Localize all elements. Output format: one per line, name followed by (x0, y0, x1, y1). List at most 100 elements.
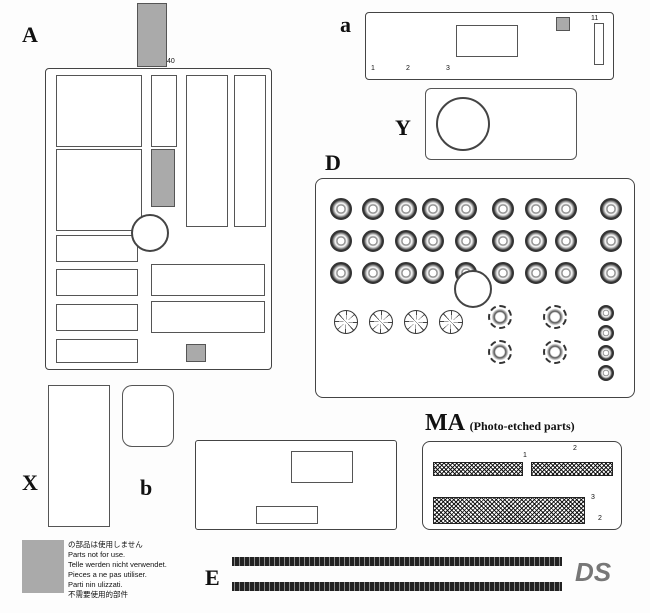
sprue-A-frame (45, 68, 272, 370)
road-wheel (395, 198, 417, 220)
return-roller (598, 305, 614, 321)
turret-ring (436, 97, 490, 151)
road-wheel (455, 230, 477, 252)
part-9 (256, 506, 318, 524)
ma-subtitle: (Photo-etched parts) (469, 419, 575, 433)
part-number: 2 (598, 515, 602, 522)
part-number: 1 (523, 452, 527, 459)
road-wheel (600, 230, 622, 252)
part-number: 11 (591, 15, 599, 22)
road-wheel (455, 198, 477, 220)
mesh-part-1 (531, 462, 613, 476)
mesh-part-3 (433, 497, 585, 524)
part-27-28 (151, 301, 265, 333)
sprue-hub (454, 270, 492, 308)
road-wheel (492, 198, 514, 220)
sprue-label-Y: Y (395, 115, 411, 140)
road-wheel (362, 262, 384, 284)
unused-part-4 (556, 17, 570, 31)
road-wheel (525, 198, 547, 220)
ma-label: MA (425, 410, 464, 436)
legend-line: Parts not for use. (68, 550, 126, 559)
road-wheel (395, 230, 417, 252)
road-wheel (600, 262, 622, 284)
road-wheel (555, 230, 577, 252)
road-wheel (422, 262, 444, 284)
part-number: 3 (591, 494, 595, 501)
sprue-hub (131, 214, 169, 252)
road-wheel (525, 262, 547, 284)
legend-line: Pieces a ne pas utiliser. (68, 570, 147, 579)
part-number: 2 (573, 445, 577, 452)
sprue-label-MA: MA (Photo-etched parts) (425, 410, 575, 437)
part-3 (456, 25, 518, 57)
part-18-20 (186, 75, 228, 227)
part-11 (594, 23, 604, 65)
sprocket-9 (543, 340, 567, 364)
road-wheel (395, 262, 417, 284)
return-roller (598, 365, 614, 381)
road-wheel (600, 198, 622, 220)
legend-line: Parti nin ulizzati. (68, 580, 123, 589)
part-10 (291, 451, 353, 483)
road-wheel (330, 198, 352, 220)
wheel-part-3 (369, 310, 393, 334)
legend-line: 不需要使用的部件 (68, 590, 128, 599)
wheel-part-4 (404, 310, 428, 334)
part-12-13 (56, 269, 138, 296)
part-15 (56, 339, 138, 363)
part-7 (56, 149, 142, 231)
road-wheel (330, 230, 352, 252)
return-roller (598, 345, 614, 361)
sprocket-9 (543, 305, 567, 329)
road-wheel (362, 198, 384, 220)
sprue-label-E: E (205, 565, 220, 590)
sprocket-7 (488, 340, 512, 364)
unused-part-30 (186, 344, 206, 362)
sprocket-6 (488, 305, 512, 329)
road-wheel (525, 230, 547, 252)
part-number: 2 (406, 65, 410, 72)
mesh-part-1 (433, 462, 523, 476)
sprue-a-frame: 1 2 3 11 (365, 12, 614, 80)
legend-text: の部品は使用しません Parts not for use. Telle werd… (68, 540, 167, 600)
part-number: 3 (446, 65, 450, 72)
hull-bottom-X (48, 385, 110, 527)
road-wheel (492, 230, 514, 252)
sprue-label-D: D (325, 150, 341, 175)
part-number: 1 (371, 65, 375, 72)
unused-part-40 (137, 3, 167, 67)
sprue-b-frame (195, 440, 397, 530)
part-10 (56, 235, 138, 262)
track-E (232, 557, 562, 566)
hull-part-36 (122, 385, 174, 447)
part-number: 40 (167, 58, 175, 65)
road-wheel (555, 198, 577, 220)
sprue-label-b: b (140, 475, 153, 500)
part-8 (56, 75, 142, 147)
road-wheel (555, 262, 577, 284)
part-37-39 (234, 75, 266, 227)
road-wheel (492, 262, 514, 284)
part-14 (56, 304, 138, 331)
hull-part-Y (425, 88, 577, 160)
track-E (232, 582, 562, 591)
wheel-part-4 (439, 310, 463, 334)
wheel-part-3 (334, 310, 358, 334)
road-wheel (330, 262, 352, 284)
legend-line: Telle werden nicht verwendet. (68, 560, 167, 569)
road-wheel (362, 230, 384, 252)
part-16 (151, 75, 177, 147)
road-wheel (422, 230, 444, 252)
sprue-label-A: A (22, 22, 38, 47)
sprue-label-X: X (22, 470, 38, 495)
legend-swatch (22, 540, 64, 593)
legend-line: の部品は使用しません (68, 540, 143, 549)
sprue-label-a: a (340, 12, 351, 37)
ds-logo: DS (575, 557, 612, 587)
unused-part-17 (151, 149, 175, 207)
sprue-MA-frame: 1 2 3 2 (422, 441, 622, 530)
road-wheel (422, 198, 444, 220)
return-roller (598, 325, 614, 341)
